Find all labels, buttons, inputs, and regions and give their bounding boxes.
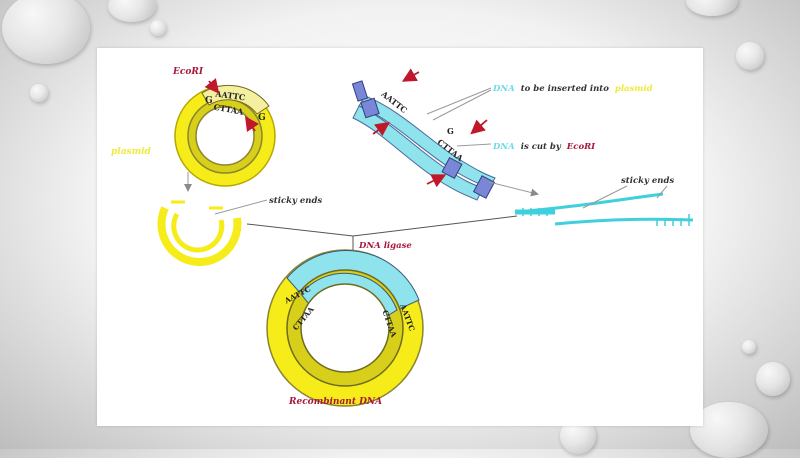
water-drop-1 [2,0,90,64]
water-drop-6 [736,42,764,70]
ecori-arrow-top [204,78,220,94]
dna-recombination-diagram: G AATTC CTTAA G EcoRI plasmid sticky end… [111,67,694,407]
plasmid-site-g2: G [258,113,266,123]
ligase-line-left [246,223,354,237]
label-insert-mid: to be inserted into [521,84,610,94]
water-drop-3 [150,20,166,36]
slide-canvas: G AATTC CTTAA G EcoRI plasmid sticky end… [97,48,703,426]
label-dna-to-be-inserted: DNA to be inserted into plasmid [492,84,653,94]
pointer-sticky-left [214,199,268,215]
cut-plasmid-inner [171,212,225,253]
blue-end-block-1 [351,80,369,102]
plasmid-site-g1: G [205,96,213,106]
recombinant-ring: AATTC CTTAA AATTC CTTAA [266,249,424,407]
insert-strand-upper [358,95,496,189]
ligase-line-right [352,215,518,237]
fragment-right-ticks [656,214,690,226]
water-drop-8 [756,362,790,396]
label-dna-cut-by-ecori: DNA is cut by EcoRI [492,142,596,152]
strand-arrow-3 [470,119,488,135]
pointer-cut-1 [456,143,492,147]
label-ecori-top: EcoRI [172,67,204,77]
label-recombinant-dna: Recombinant DNA [288,397,382,407]
label-cut-prefix: DNA [492,142,515,152]
label-sticky-ends-left: sticky ends [269,196,322,206]
fragment-left-ticks [522,208,548,216]
pointer-insert-1 [426,87,492,115]
label-cut-mid: is cut by [521,142,562,152]
pointer-sticky-right-2 [656,185,668,199]
ecori-arrow-bottom [245,116,259,132]
water-drop-5 [686,0,738,16]
strand-g: G [447,126,454,136]
blue-end-block-3 [441,156,463,180]
label-insert-suffix: plasmid [615,84,653,94]
strand-arrow-2 [372,121,390,137]
label-dna-ligase: DNA ligase [358,241,412,251]
water-drop-4 [30,84,48,102]
recombinant-hole [300,283,390,373]
cut-plasmid [157,200,242,266]
label-insert-prefix: DNA [492,84,515,94]
plasmid-site-top-seq: AATTC [214,88,246,102]
plasmid-top-left: G AATTC CTTAA G [174,78,276,187]
blue-end-block-4 [472,175,496,199]
arrow-to-fragment [488,181,539,197]
blue-end-block-2 [360,97,380,119]
label-cut-enzyme: EcoRI [566,142,596,152]
label-sticky-ends-right: sticky ends [621,176,674,186]
cut-plasmid-outer [157,206,242,266]
plasmid-hole [195,106,255,166]
strand-arrow-1 [401,68,420,82]
label-plasmid-left: plasmid [111,147,152,157]
water-drop-2 [108,0,156,22]
insert-dna-strand: AATTC CTTAA G [351,68,496,201]
cyan-dna-fragment [514,192,694,226]
pointer-insert-2 [432,89,492,121]
water-drop-7 [742,340,756,354]
fragment-strand-upper [514,192,664,214]
fragment-strand-lower [554,217,694,226]
strand-arrow-4 [426,174,447,188]
pointer-sticky-right-1 [582,185,628,209]
